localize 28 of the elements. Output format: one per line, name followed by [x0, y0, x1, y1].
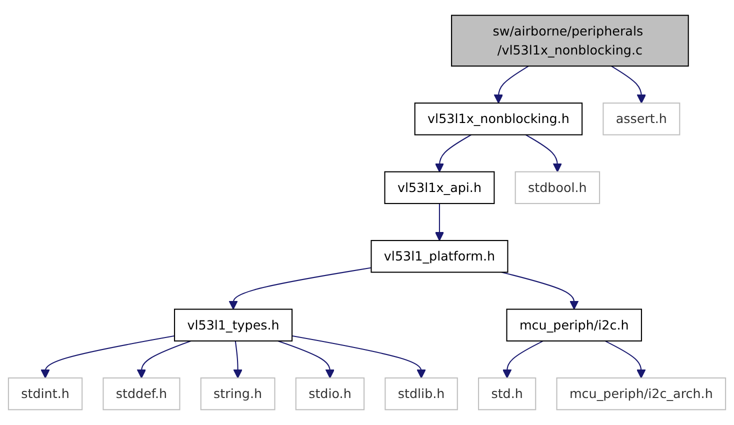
- arrow: [233, 340, 242, 378]
- arrow: [278, 340, 335, 378]
- arrow: [494, 66, 529, 104]
- arrow: [228, 267, 372, 310]
- node-box: stdint.h: [8, 377, 83, 410]
- node-box: std.h: [478, 377, 536, 410]
- node-box: vl53l1x_api.h: [384, 171, 495, 204]
- node-box: stdio.h: [295, 377, 365, 410]
- arrow: [292, 335, 426, 378]
- node-box: vl53l1_types.h: [174, 308, 293, 342]
- node-box: stdbool.h: [514, 171, 600, 204]
- node-box: stdlib.h: [384, 377, 458, 410]
- arrow: [525, 134, 562, 172]
- node-box: mcu_periph/i2c.h: [506, 308, 642, 342]
- arrow: [434, 134, 472, 172]
- node-box: sw/airborne/peripherals /vl53l1x_nonblocking.c: [451, 14, 689, 67]
- node-box: mcu_periph/i2c_arch.h: [556, 377, 726, 410]
- node-box: vl53l1x_nonblocking.h: [414, 102, 583, 136]
- node-box: vl53l1_platform.h: [370, 240, 508, 273]
- node-box: string.h: [200, 377, 276, 410]
- arrow: [502, 340, 544, 378]
- node-box: stddef.h: [102, 377, 180, 410]
- arrow: [434, 204, 444, 241]
- node-box: assert.h: [602, 102, 680, 136]
- arrow: [40, 335, 175, 378]
- arrow: [611, 66, 646, 104]
- arrow: [136, 340, 192, 378]
- arrow: [604, 340, 646, 378]
